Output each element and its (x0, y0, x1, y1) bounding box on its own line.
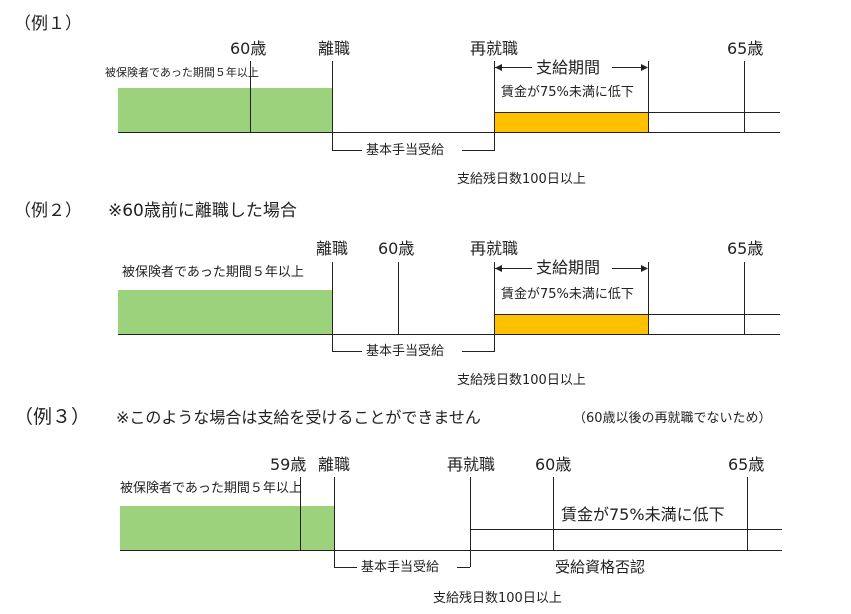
ex3-heading: （例３） (14, 406, 91, 428)
ex2-benefit-period-bar (495, 314, 648, 334)
ex2-remaining-label: 支給残日数100日以上 (457, 373, 586, 388)
ex1-reemploy-line (494, 61, 495, 151)
ex1-age60-label: 60歳 (230, 39, 267, 58)
ex2-reemploy-line (494, 262, 495, 352)
ex3-remaining-label: 支給残日数100日以上 (433, 591, 562, 606)
ex3-age65-label: 65歳 (728, 455, 765, 474)
ex1-age60-line (250, 61, 251, 132)
ex2-age65-label: 65歳 (727, 239, 764, 258)
ex1-resign-line (332, 61, 333, 151)
ex1-heading: （例１） (14, 14, 82, 34)
ex1-age65-label: 65歳 (727, 39, 764, 58)
ex1-insured-bar (118, 88, 332, 132)
ex2-age60-line (398, 262, 399, 334)
ex3-reemploy-line (470, 477, 471, 567)
ex1-wage-label: 賃金が75%未満に低下 (501, 85, 634, 100)
ex3-timeline-top (470, 529, 782, 530)
ex1-timeline-bottom (118, 132, 780, 133)
ex3-age59-line (300, 477, 301, 550)
ex2-benefit-label: 基本手当受給 (366, 344, 445, 359)
ex3-resign-line (334, 477, 335, 567)
ex1-arrowhead-left (495, 64, 502, 71)
ex1-age65-line (744, 61, 745, 132)
ex3-ineligible-label: 受給資格否認 (555, 558, 646, 576)
ex1-resign-label: 離職 (318, 39, 351, 58)
ex3-reemploy-label: 再就職 (447, 455, 496, 474)
ex1-period-label: 支給期間 (536, 58, 601, 77)
ex3-age60-line (553, 477, 554, 550)
ex1-benefit-period-bar (495, 112, 648, 132)
ex3-resign-label: 離職 (318, 455, 351, 474)
ex3-note-paren: （60歳以後の再就職でないため） (573, 411, 772, 426)
ex1-arrowhead-right (641, 64, 648, 71)
ex2-arrowhead-left (495, 265, 502, 272)
ex1-reemploy-label: 再就職 (470, 39, 519, 58)
ex2-insured-label: 被保険者であった期間５年以上 (122, 265, 304, 280)
ex3-age59-label: 59歳 (270, 455, 307, 474)
ex1-insured-label: 被保険者であった期間５年以上 (105, 66, 259, 79)
ex2-age60-label: 60歳 (378, 239, 415, 258)
ex3-age65-line (747, 477, 748, 550)
ex2-heading: （例２） (14, 201, 82, 221)
ex3-timeline-bottom (120, 550, 782, 551)
ex3-benefit-label: 基本手当受給 (361, 560, 440, 575)
ex3-age60-label: 60歳 (535, 455, 572, 474)
ex1-benefit-label: 基本手当受給 (366, 143, 445, 158)
ex3-insured-label: 被保険者であった期間５年以上 (120, 481, 302, 496)
ex3-note: ※このような場合は支給を受けることができません (116, 408, 481, 427)
ex3-insured-bar (120, 506, 334, 550)
ex2-age65-line (744, 262, 745, 334)
ex2-note: ※60歳前に離職した場合 (108, 201, 297, 221)
ex1-remaining-label: 支給残日数100日以上 (457, 172, 586, 187)
ex2-period-end-line (648, 262, 649, 334)
ex3-wage-label: 賃金が75%未満に低下 (561, 505, 725, 524)
ex2-resign-label: 離職 (316, 239, 349, 258)
ex1-period-end-line (648, 61, 649, 132)
ex2-reemploy-label: 再就職 (470, 239, 519, 258)
ex2-period-label: 支給期間 (536, 258, 601, 277)
ex1-timeline-top (494, 112, 780, 113)
ex2-insured-bar (118, 290, 332, 334)
ex2-timeline-top (494, 314, 780, 315)
ex2-wage-label: 賃金が75%未満に低下 (501, 287, 634, 302)
ex2-timeline-bottom (118, 334, 780, 335)
ex2-resign-line (332, 262, 333, 352)
ex2-arrowhead-right (641, 265, 648, 272)
